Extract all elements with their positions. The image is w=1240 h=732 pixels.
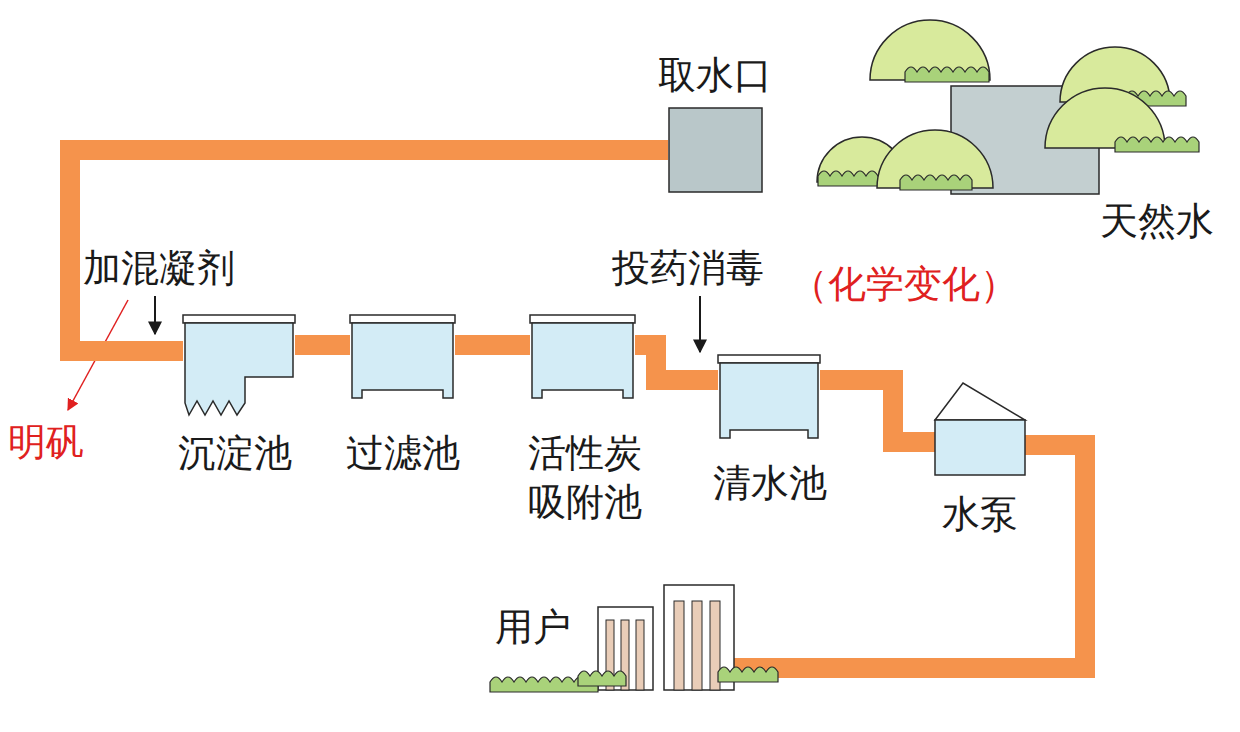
- node-label: 天然水: [1100, 199, 1214, 243]
- node-shape: [183, 315, 295, 415]
- node-label: 过滤池: [346, 431, 460, 475]
- node-label-holder: 活性炭吸附池: [526, 429, 644, 528]
- label-holder: 明矾: [8, 420, 84, 466]
- carbon-tank: 活性炭吸附池: [530, 315, 635, 400]
- dosing-arrow: [154, 296, 156, 334]
- label-holder: 投药消毒: [612, 246, 764, 292]
- node-label: 用户: [495, 605, 571, 649]
- water-pipe: [455, 335, 530, 355]
- node-label: 取水口: [658, 53, 772, 97]
- dosing-note: 加混凝剂: [83, 246, 235, 290]
- node-shape: [530, 315, 635, 400]
- water-pipe: [295, 335, 350, 355]
- label-holder: （化学变化）: [790, 262, 1018, 308]
- node-label: 清水池: [713, 461, 827, 505]
- node-label: 水泵: [942, 492, 1018, 536]
- water-pipe: [70, 150, 668, 351]
- node-label-holder: 沉淀池: [178, 429, 292, 478]
- node-shape: [935, 380, 1025, 475]
- node-label-holder: 用户: [495, 603, 571, 652]
- settling-tank: 沉淀池: [183, 315, 295, 415]
- label-holder: 加混凝剂: [83, 246, 235, 292]
- water-pipe: [820, 380, 935, 442]
- node-label-holder: 水泵: [942, 490, 1018, 539]
- node-label: 活性炭吸附池: [528, 431, 642, 524]
- node-label-holder: 清水池: [713, 459, 827, 508]
- node-shape: [950, 85, 1100, 195]
- user-buildings: 用户: [598, 585, 734, 690]
- clear-water-tank: 清水池: [718, 355, 820, 440]
- node-shape: [718, 355, 820, 440]
- node-shape: [668, 107, 763, 193]
- natural-water: 天然水: [950, 85, 1100, 195]
- node-label-holder: 天然水: [1100, 197, 1214, 246]
- node-shape: [598, 585, 734, 690]
- dosing-note: 投药消毒: [612, 246, 764, 290]
- callout-note: 明矾: [8, 420, 84, 464]
- node-shape: [350, 315, 455, 400]
- filter-tank: 过滤池: [350, 315, 455, 400]
- node-label-holder: 过滤池: [346, 429, 460, 478]
- intake-box: 取水口: [668, 107, 763, 193]
- callout-note: （化学变化）: [790, 262, 1018, 306]
- node-label: 沉淀池: [178, 431, 292, 475]
- node-label-holder: 取水口: [658, 51, 772, 100]
- dosing-arrow: [699, 296, 701, 352]
- water-pipe: [635, 345, 718, 380]
- pump-house: 水泵: [935, 380, 1025, 475]
